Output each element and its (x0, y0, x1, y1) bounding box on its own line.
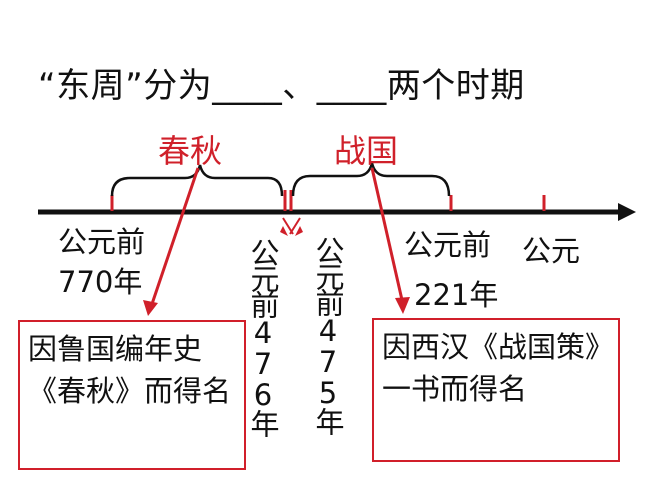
pointer-zhanguo (370, 167, 404, 301)
label-476bc: 公元前476年 (246, 238, 280, 435)
pointer-chunqiu-head (143, 300, 158, 316)
page-title: “东周”分为____、____两个时期 (38, 66, 525, 106)
brace-zhanguo (291, 162, 451, 197)
pointer-chunqiu (150, 167, 200, 305)
label-221bc-year: 221年 (414, 278, 499, 312)
brace-chunqiu (110, 164, 284, 197)
period-zhanguo: 战国 (334, 132, 399, 170)
label-ad: 公元 (522, 234, 581, 268)
pointer-zhanguo-head (395, 297, 410, 314)
label-770bc: 公元前 770年 (58, 225, 146, 299)
arrow-475 (289, 217, 301, 235)
explanation-zhanguo-text: 因西汉《战国策》一书而得名 (382, 330, 600, 406)
label-475bc: 公元前475年 (311, 236, 345, 433)
explanation-box-zhanguo: 因西汉《战国策》一书而得名 (372, 318, 620, 462)
label-221bc: 公元前 (404, 228, 492, 262)
explanation-chunqiu-text: 因鲁国编年史《春秋》而得名 (28, 332, 232, 408)
explanation-box-chunqiu: 因鲁国编年史《春秋》而得名 (18, 320, 246, 470)
timeline-arrowhead (618, 203, 636, 221)
period-chunqiu: 春秋 (158, 132, 223, 170)
